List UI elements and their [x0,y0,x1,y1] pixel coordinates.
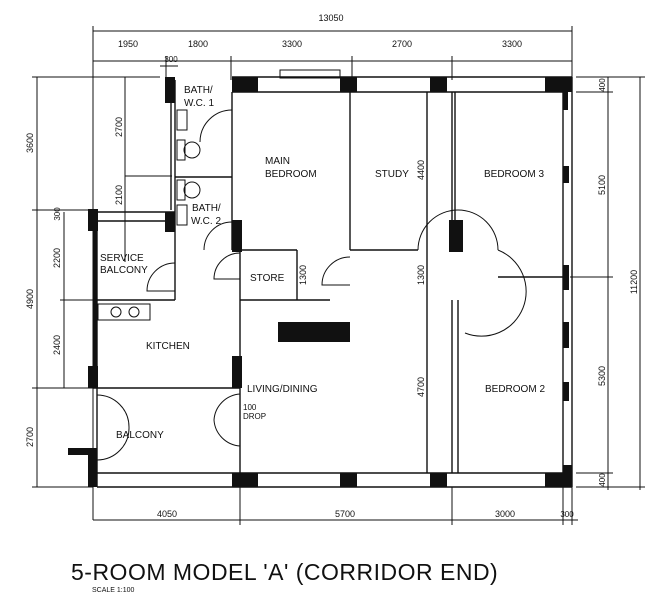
dim-right-1: 400 [598,78,607,92]
room-service-balcony-line1: SERVICE [100,253,144,264]
dim-interior-3: 1300 [416,265,426,285]
dim-top-2: 1800 [188,39,208,49]
dim-left-3: 2700 [25,427,35,447]
room-bath1-line2: W.C. 1 [184,98,214,109]
dim-interior-1: 4400 [416,160,426,180]
dim-interior-4: 4700 [416,377,426,397]
dim-bottom-3: 3000 [495,509,515,519]
dim-left-1: 3600 [25,133,35,153]
dimension-lines [32,26,645,525]
fixtures [97,69,341,321]
dim-top-total: 13050 [318,13,343,23]
room-bedroom-3: BEDROOM 3 [484,169,544,180]
structural-columns [68,77,572,487]
room-store: STORE [250,273,285,284]
dim-top-4: 2700 [392,39,412,49]
dim-top-small: 300 [164,55,178,64]
dim-top-5: 3300 [502,39,522,49]
door-swings [96,109,527,461]
dim-left-inner-1: 2700 [114,117,124,137]
dim-left-inner-5: 2400 [52,335,62,355]
room-study: STUDY [375,169,409,180]
dim-left-inner-4: 2200 [52,248,62,268]
room-bath2-line2: W.C. 2 [191,216,221,227]
room-main-bedroom-line1: MAIN [265,156,290,167]
room-bath2-line1: BATH/ [192,203,221,214]
room-bath1-line1: BATH/ [184,85,213,96]
room-balcony: BALCONY [116,430,164,441]
dim-right-total: 11200 [629,270,639,294]
dim-top-3: 3300 [282,39,302,49]
dim-right-3: 5300 [597,366,607,386]
dim-interior-2: 1300 [298,265,308,285]
dim-left-inner-3: 300 [53,207,62,221]
dim-left-inner-2: 2100 [114,185,124,205]
plan-title: 5-ROOM MODEL 'A' (CORRIDOR END) [71,559,498,585]
room-bedroom-2: BEDROOM 2 [485,384,545,395]
drop-label-line1: 100 [243,403,257,412]
walls [93,76,573,488]
dim-left-2: 4900 [25,289,35,309]
room-main-bedroom-line2: BEDROOM [265,169,317,180]
dim-bottom-1: 4050 [157,509,177,519]
dim-right-2: 5100 [597,175,607,195]
dim-top-1: 1950 [118,39,138,49]
plan-scale: SCALE 1:100 [92,587,135,594]
dim-right-4: 400 [598,473,607,487]
room-service-balcony-line2: BALCONY [100,265,148,276]
dim-bottom-2: 5700 [335,509,355,519]
dim-bottom-4: 300 [560,510,574,519]
room-living-dining: LIVING/DINING [247,384,318,395]
room-kitchen: KITCHEN [146,341,190,352]
drop-label-line2: DROP [243,412,266,421]
